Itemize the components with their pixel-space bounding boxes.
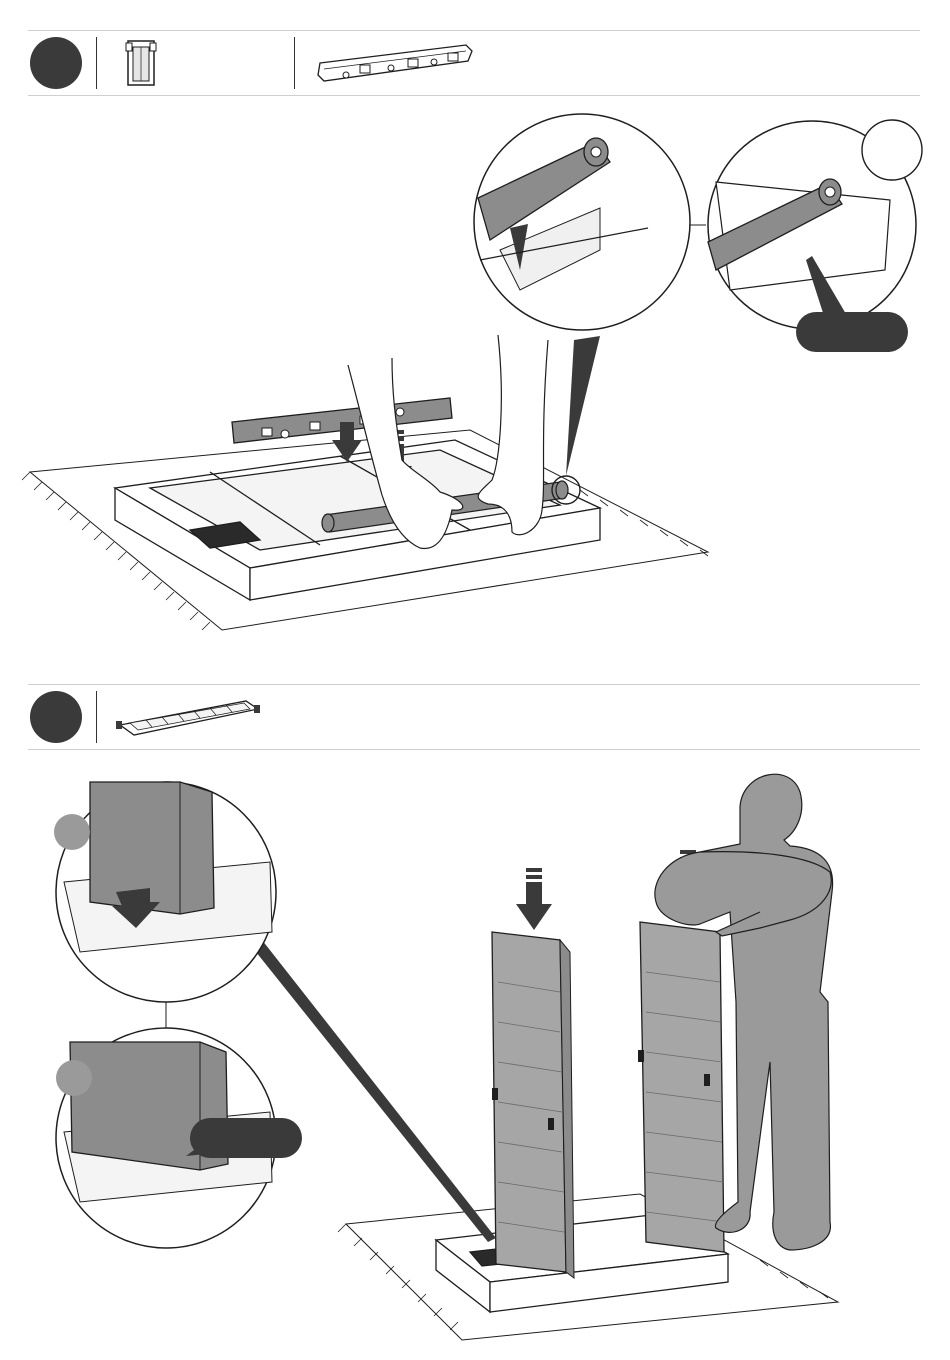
wall-panel [492, 932, 574, 1278]
step-b-illustration [0, 752, 950, 1352]
header-divider [96, 37, 97, 89]
wall-panel [638, 922, 724, 1252]
zoom-pointer [566, 336, 600, 476]
header-divider [294, 37, 295, 89]
step-marker [30, 691, 82, 743]
detail-zoom-circle [54, 782, 276, 1002]
status-indicator [862, 120, 922, 180]
side-post-icon [124, 37, 158, 89]
callout-label [190, 1118, 302, 1158]
detail-zoom-circle [708, 120, 922, 352]
wall-panel-icon [116, 695, 262, 739]
header-divider [96, 691, 97, 743]
detail-zoom-circle [56, 1028, 302, 1248]
step-header-b [28, 684, 920, 750]
floor-rail-icon [316, 37, 476, 89]
detail-zoom-circle [474, 114, 690, 330]
status-indicator [54, 814, 90, 850]
down-arrow [516, 868, 552, 930]
status-indicator [56, 1060, 92, 1096]
step-marker [30, 37, 82, 89]
step-a-illustration [0, 100, 950, 650]
step-header-a [28, 30, 920, 96]
callout-label [796, 312, 908, 352]
zoom-pointer [256, 940, 496, 1242]
